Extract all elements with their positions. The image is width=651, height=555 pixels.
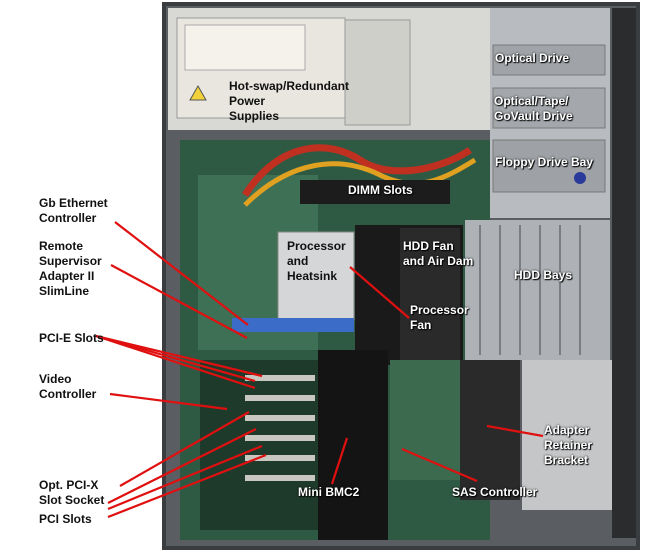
label-hot-swap-power-supplies: Hot-swap/Redundant Power Supplies [229,79,349,123]
label-mini-bmc2: Mini BMC2 [298,485,360,499]
pointer-lines [95,221,544,519]
label-processor-fan: Processor Fan [410,303,469,332]
label-adapter-retainer-bracket: Adapter Retainer Bracket [544,423,593,467]
label-dimm-slots: DIMM Slots [348,183,413,197]
hdd-bay-slats [479,225,581,355]
label-gb-ethernet-controller: Gb Ethernet Controller [39,196,108,225]
floppy-button-icon [574,172,586,184]
label-processor-and-heatsink: Processor and Heatsink [287,239,346,283]
pci-slot-area [200,360,320,530]
label-sas-controller: SAS Controller [452,485,538,499]
label-video-controller: Video Controller [39,372,97,401]
power-supply-sticker [184,24,306,71]
power-supply-unit-2 [344,19,411,126]
processor-heatsink [277,231,355,321]
label-hdd-bays: HDD Bays [514,268,573,282]
label-hdd-fan-and-air-dam: HDD Fan and Air Dam [403,239,474,268]
optical-drive-bay [492,44,606,76]
dimm-slot-row [300,180,450,204]
label-optical-tape-govault-drive: Optical/Tape/ GoVault Drive [494,94,573,123]
power-cable-yellow [243,157,477,207]
label-pci-slots: PCI Slots [39,512,92,526]
chassis-door-edge [612,8,636,538]
label-pcie-slots: PCI-E Slots [39,331,104,345]
mini-bmc2-riser [318,350,388,540]
label-opt-pcix-slot-socket: Opt. PCI-X Slot Socket [39,478,105,507]
hdd-fan-block [400,228,460,363]
sas-controller-board [390,360,460,480]
floppy-bay [492,139,606,193]
pci-slots-stripes [245,375,315,481]
label-floppy-drive-bay: Floppy Drive Bay [495,155,594,169]
label-optical-drive: Optical Drive [495,51,570,65]
label-remote-supervisor-adapter: Remote Supervisor Adapter II SlimLine [39,239,102,298]
warning-triangle-icon [189,84,207,101]
hdd-bay-cage [465,220,610,360]
blue-latch [232,318,354,332]
power-cable-red [242,144,472,197]
optical-tape-bay [492,87,606,129]
